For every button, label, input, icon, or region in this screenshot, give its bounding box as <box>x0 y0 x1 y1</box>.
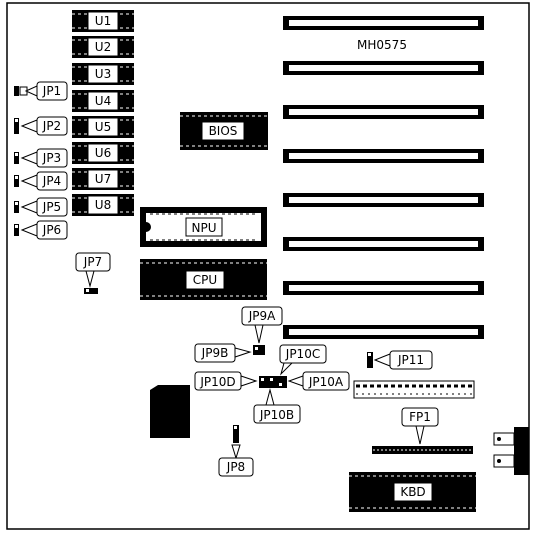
jumper-label-jp5: JP5 <box>42 200 61 214</box>
jumper-label-jp3: JP3 <box>42 151 61 165</box>
npu-socket-label: NPU <box>192 221 217 235</box>
jumper-jp5: JP5 <box>14 197 68 217</box>
jumper-label-jp10c: JP10C <box>285 347 320 361</box>
jumper-label-jp2: JP2 <box>42 119 61 133</box>
jumper-jp4: JP4 <box>14 171 68 191</box>
jumper-jp2: JP2 <box>14 116 68 136</box>
memory-chip-label-u7: U7 <box>95 172 111 186</box>
jumper-label-jp10d: JP10D <box>199 375 235 389</box>
memory-chip-label-u5: U5 <box>95 120 111 134</box>
jumper-jp1: JP1 <box>14 81 68 101</box>
jumper-label-jp10b: JP10B <box>259 408 294 422</box>
memory-chip-u8: U8 <box>72 194 134 216</box>
bios-chip-label: BIOS <box>209 124 238 138</box>
expansion-slots <box>283 16 484 339</box>
fp1-header: FP1 <box>372 407 473 454</box>
jumper-label-jp8: JP8 <box>226 460 245 474</box>
memory-chip-label-u2: U2 <box>95 40 111 54</box>
jumper-jp11: JP11 <box>367 350 433 370</box>
memory-chip-label-u4: U4 <box>95 94 111 108</box>
jumper-label-jp10a: JP10A <box>308 375 344 389</box>
jumper-jp8: JP8 <box>218 425 254 477</box>
jumper-label-jp4: JP4 <box>42 174 61 188</box>
memory-chip-u6: U6 <box>72 142 134 164</box>
fp1-label: FP1 <box>409 410 431 424</box>
memory-chip-u3: U3 <box>72 63 134 85</box>
jumper-label-jp1: JP1 <box>42 84 61 98</box>
memory-chip-label-u6: U6 <box>95 146 111 160</box>
jumper-label-jp6: JP6 <box>42 223 61 237</box>
npu-socket: NPU <box>140 207 267 247</box>
jumper-label-jp7: JP7 <box>83 255 102 269</box>
bios-chip: BIOS <box>180 112 268 150</box>
jumper-jp9: JP9A JP9B <box>194 306 283 363</box>
jumper-jp3: JP3 <box>14 148 68 168</box>
memory-chip-u7: U7 <box>72 168 134 190</box>
cpu-chip: CPU <box>140 259 267 300</box>
memory-chip-label-u1: U1 <box>95 14 111 28</box>
jumper-jp6: JP6 <box>14 220 68 240</box>
kbd-chip-label: KBD <box>400 485 425 499</box>
kbd-chip: KBD <box>349 472 476 512</box>
memory-chip-label-u3: U3 <box>95 67 111 81</box>
board-model-label: MH0575 <box>357 38 407 52</box>
sip-bank <box>353 380 475 399</box>
jumper-label-jp11: JP11 <box>397 353 424 367</box>
memory-chip-u1: U1 <box>72 10 134 32</box>
square-chip <box>150 385 190 438</box>
keyboard-connector <box>493 427 529 475</box>
cpu-chip-label: CPU <box>193 273 217 287</box>
jumper-jp10: JP10C JP10D JP10A JP10B <box>194 344 350 424</box>
jumper-jp7: JP7 <box>75 252 111 294</box>
jumper-label-jp9b: JP9B <box>201 346 229 360</box>
jumper-label-jp9a: JP9A <box>248 309 276 323</box>
memory-chip-label-u8: U8 <box>95 198 111 212</box>
memory-chip-u5: U5 <box>72 116 134 138</box>
memory-chip-u4: U4 <box>72 90 134 112</box>
memory-chip-u2: U2 <box>72 36 134 58</box>
